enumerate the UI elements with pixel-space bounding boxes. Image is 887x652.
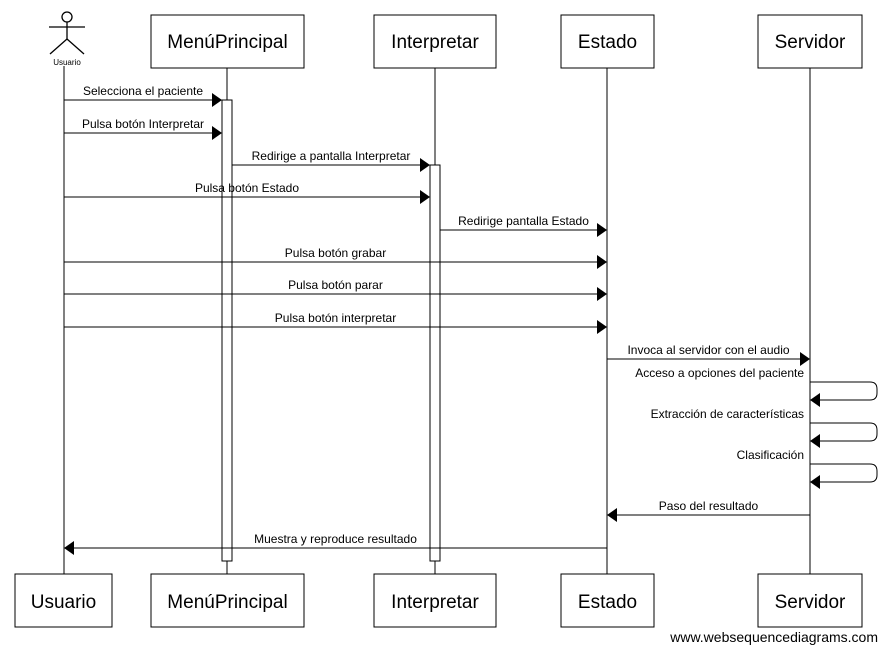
activation-menu-principal [221, 99, 233, 562]
activation-interpretar [429, 164, 441, 562]
message-3: Redirige a pantalla Interpretar [232, 149, 430, 172]
message-14: Muestra y reproduce resultado [64, 532, 607, 555]
message-9-label: Invoca al servidor con el audio [627, 343, 789, 357]
message-3-arrowhead [420, 158, 430, 172]
svg-text:Interpretar: Interpretar [391, 32, 479, 53]
message-4-label: Pulsa botón Estado [195, 181, 299, 195]
message-12-label: Clasificación [737, 448, 804, 462]
svg-text:Servidor: Servidor [775, 592, 846, 613]
participant-top-estado: Estado [560, 14, 655, 69]
footer-watermark: www.websequencediagrams.com [669, 629, 878, 645]
message-6-arrowhead [597, 255, 607, 269]
message-2-label: Pulsa botón Interpretar [82, 117, 204, 131]
message-6: Pulsa botón grabar [64, 246, 607, 269]
participant-bottom-usuario: Usuario [14, 573, 113, 628]
message-13-arrowhead [607, 508, 617, 522]
participant-bottom-servidor: Servidor [757, 573, 863, 628]
svg-text:MenúPrincipal: MenúPrincipal [167, 32, 287, 53]
svg-text:Usuario: Usuario [31, 592, 96, 613]
message-11-line [810, 422, 878, 442]
svg-text:Estado: Estado [578, 592, 637, 613]
message-12: Clasificación [737, 448, 878, 489]
message-10: Acceso a opciones del paciente [635, 366, 878, 407]
message-14-arrowhead [64, 541, 74, 555]
message-12-arrowhead [810, 475, 820, 489]
message-2-arrowhead [212, 126, 222, 140]
message-1-arrowhead [212, 93, 222, 107]
message-12-line [810, 463, 878, 483]
message-11-arrowhead [810, 434, 820, 448]
svg-text:Servidor: Servidor [775, 32, 846, 53]
message-5-arrowhead [597, 223, 607, 237]
message-11: Extracción de características [651, 407, 878, 448]
participant-top-servidor: Servidor [757, 14, 863, 69]
message-7-label: Pulsa botón parar [288, 278, 383, 292]
message-2: Pulsa botón Interpretar [64, 117, 222, 140]
participant-top-interpretar: Interpretar [373, 14, 497, 69]
message-9-arrowhead [800, 352, 810, 366]
actor-usuario-icon: Usuario [49, 11, 85, 67]
participant-bottom-estado: Estado [560, 573, 655, 628]
message-10-line [810, 381, 878, 401]
message-8: Pulsa botón interpretar [64, 311, 607, 334]
message-4: Pulsa botón Estado [64, 181, 430, 204]
message-7-arrowhead [597, 287, 607, 301]
svg-text:Interpretar: Interpretar [391, 592, 479, 613]
message-7: Pulsa botón parar [64, 278, 607, 301]
message-5: Redirige pantalla Estado [440, 214, 607, 237]
message-13-label: Paso del resultado [659, 499, 759, 513]
message-6-label: Pulsa botón grabar [285, 246, 386, 260]
message-5-label: Redirige pantalla Estado [458, 214, 589, 228]
participant-top-menu-principal: MenúPrincipal [150, 14, 305, 69]
participant-bottom-interpretar: Interpretar [373, 573, 497, 628]
message-13: Paso del resultado [607, 499, 810, 522]
actor-caption: Usuario [53, 58, 81, 67]
message-1-label: Selecciona el paciente [83, 84, 203, 98]
message-8-label: Pulsa botón interpretar [275, 311, 396, 325]
message-3-label: Redirige a pantalla Interpretar [252, 149, 411, 163]
message-11-label: Extracción de características [651, 407, 804, 421]
message-14-label: Muestra y reproduce resultado [254, 532, 417, 546]
participant-bottom-menu-principal: MenúPrincipal [150, 573, 305, 628]
message-8-arrowhead [597, 320, 607, 334]
message-1: Selecciona el paciente [64, 84, 222, 107]
message-10-label: Acceso a opciones del paciente [635, 366, 804, 380]
message-9: Invoca al servidor con el audio [607, 343, 810, 366]
message-10-arrowhead [810, 393, 820, 407]
message-4-arrowhead [420, 190, 430, 204]
svg-text:MenúPrincipal: MenúPrincipal [167, 592, 287, 613]
svg-text:Estado: Estado [578, 32, 637, 53]
